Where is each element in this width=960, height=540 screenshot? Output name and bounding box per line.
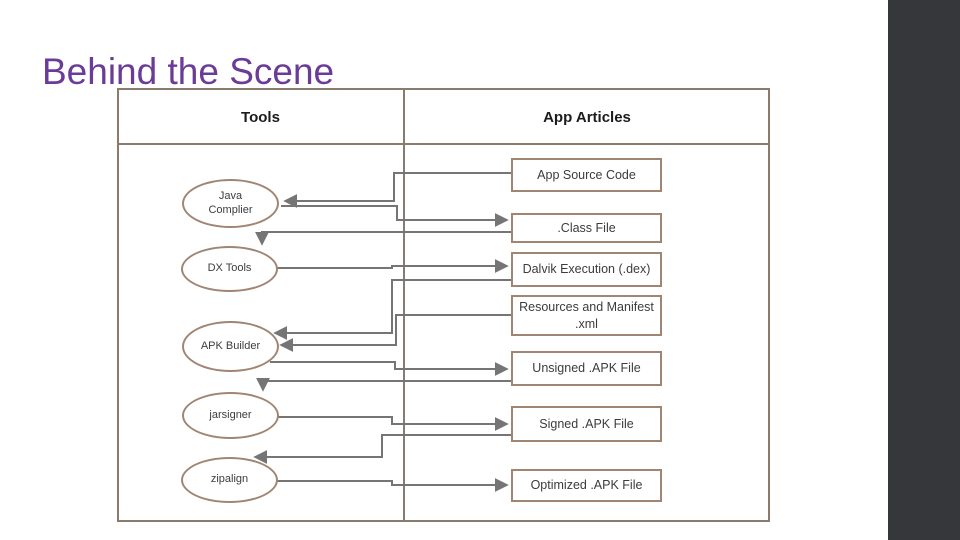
tool-label: APK Builder [200, 339, 261, 352]
tool-node-jarsigner: jarsigner [182, 392, 279, 439]
artifact-box-signed-apk: Signed .APK File [511, 406, 662, 442]
slide-title: Behind the Scene [42, 50, 335, 92]
artifact-label: Optimized .APK File [530, 478, 643, 493]
artifact-label: Signed .APK File [539, 416, 634, 431]
right-sidebar-panel [888, 0, 960, 540]
artifact-box-class-file: .Class File [511, 213, 662, 243]
table-column-divider [403, 88, 405, 522]
artifact-box-optimized-apk: Optimized .APK File [511, 469, 662, 502]
tool-node-zipalign: zipalign [181, 457, 278, 503]
artifact-label: .Class File [557, 220, 616, 235]
artifact-label: App Source Code [537, 167, 636, 182]
artifact-label: Resources and Manifest .xml [519, 300, 654, 331]
tool-label: jarsigner [209, 408, 252, 421]
artifact-box-unsigned-apk: Unsigned .APK File [511, 351, 662, 386]
tool-node-apk-builder: APK Builder [182, 321, 279, 372]
tool-label: Java Complier [208, 189, 253, 216]
process-table-outline [117, 88, 770, 522]
tool-label: zipalign [210, 473, 249, 486]
tool-label: DX Tools [207, 262, 252, 275]
tool-node-java-complier: Java Complier [182, 179, 279, 228]
table-header-app-articles: App Articles [543, 109, 631, 126]
table-header-tools: Tools [241, 109, 280, 126]
artifact-box-app-source-code: App Source Code [511, 158, 662, 192]
tool-node-dx-tools: DX Tools [181, 246, 278, 292]
artifact-label: Dalvik Execution (.dex) [522, 262, 651, 277]
table-header-separator [117, 143, 770, 145]
artifact-box-dalvik-execution: Dalvik Execution (.dex) [511, 252, 662, 287]
artifact-box-resources-manifest: Resources and Manifest .xml [511, 295, 662, 336]
artifact-label: Unsigned .APK File [532, 361, 641, 376]
